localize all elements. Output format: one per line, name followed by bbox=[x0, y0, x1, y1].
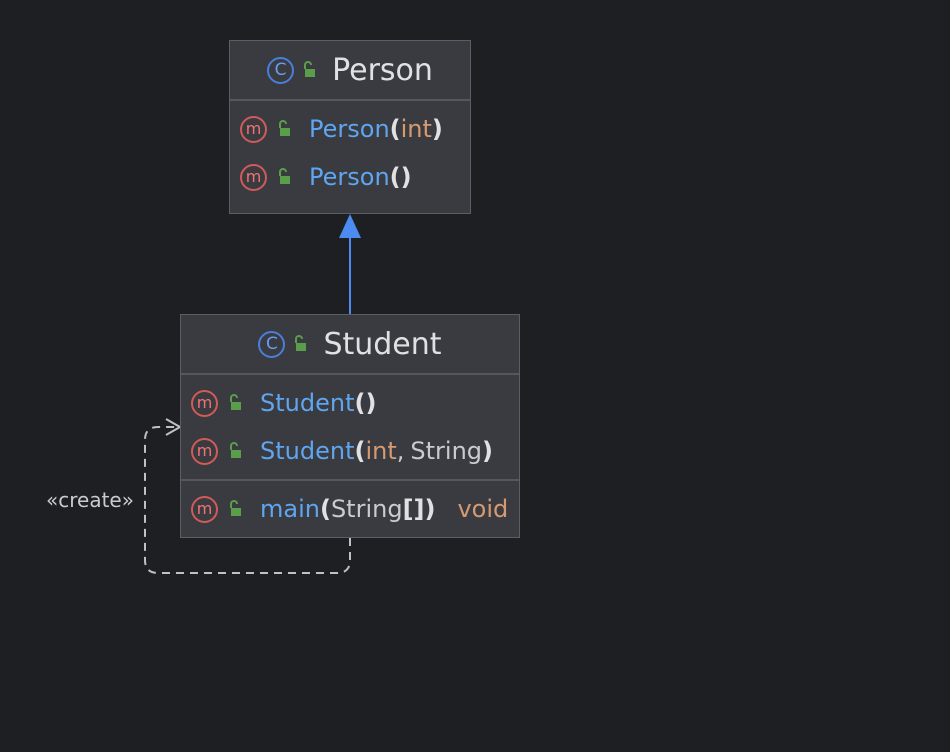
method-icon: m bbox=[191, 495, 218, 523]
member-row[interactable]: m main(String[]) void bbox=[181, 485, 519, 533]
public-lock-icon bbox=[279, 168, 290, 184]
member-signature: Student() bbox=[260, 389, 376, 417]
close-paren: ) bbox=[365, 389, 377, 417]
member-name: Student bbox=[260, 389, 355, 417]
member-signature: main(String[]) void bbox=[260, 495, 508, 523]
member-name: Person bbox=[309, 115, 390, 143]
open-paren: ( bbox=[389, 163, 401, 191]
method-section: m main(String[]) void bbox=[181, 481, 519, 537]
close-paren: ) bbox=[482, 437, 493, 465]
member-row[interactable]: m Person(int) bbox=[230, 105, 470, 153]
public-lock-icon bbox=[230, 500, 241, 516]
public-lock-icon bbox=[230, 394, 241, 410]
close-paren: ) bbox=[400, 163, 412, 191]
open-paren: ( bbox=[319, 495, 331, 523]
param-type: int bbox=[365, 437, 397, 465]
member-name: Person bbox=[309, 163, 390, 191]
method-icon: m bbox=[240, 115, 267, 143]
public-lock-icon bbox=[295, 335, 307, 351]
class-name: Person bbox=[332, 52, 433, 88]
class-icon: C bbox=[267, 56, 295, 84]
open-paren: ( bbox=[389, 115, 401, 143]
member-name: main bbox=[260, 495, 320, 523]
close-paren: ) bbox=[424, 495, 436, 523]
member-signature: Person() bbox=[309, 163, 412, 191]
class-icon: C bbox=[258, 330, 286, 358]
public-lock-icon bbox=[230, 442, 241, 458]
create-dependency-line[interactable] bbox=[144, 426, 351, 574]
array-brackets: [] bbox=[402, 495, 425, 523]
param-type: int bbox=[400, 115, 432, 143]
class-header: C Student bbox=[181, 315, 519, 375]
public-lock-icon bbox=[304, 61, 316, 77]
param-separator: , bbox=[396, 437, 405, 465]
return-type: void bbox=[457, 495, 509, 523]
class-header: C Person bbox=[230, 41, 470, 101]
member-row[interactable]: m Person() bbox=[230, 153, 470, 201]
inheritance-arrowhead bbox=[339, 214, 361, 238]
open-paren: ( bbox=[354, 437, 366, 465]
member-signature: Person(int) bbox=[309, 115, 443, 143]
method-icon: m bbox=[191, 437, 218, 465]
member-signature: Student(int,String) bbox=[260, 437, 493, 465]
method-icon: m bbox=[191, 389, 218, 417]
class-name: Student bbox=[323, 326, 442, 362]
member-row[interactable]: m Student() bbox=[181, 379, 519, 427]
open-paren: ( bbox=[354, 389, 366, 417]
member-name: Student bbox=[260, 437, 355, 465]
param-type: String bbox=[330, 495, 403, 523]
member-row[interactable]: m Student(int,String) bbox=[181, 427, 519, 475]
public-lock-icon bbox=[279, 120, 290, 136]
create-stereotype-label: «create» bbox=[46, 488, 134, 512]
close-paren: ) bbox=[431, 115, 443, 143]
param-type: String bbox=[410, 437, 483, 465]
method-icon: m bbox=[240, 163, 267, 191]
